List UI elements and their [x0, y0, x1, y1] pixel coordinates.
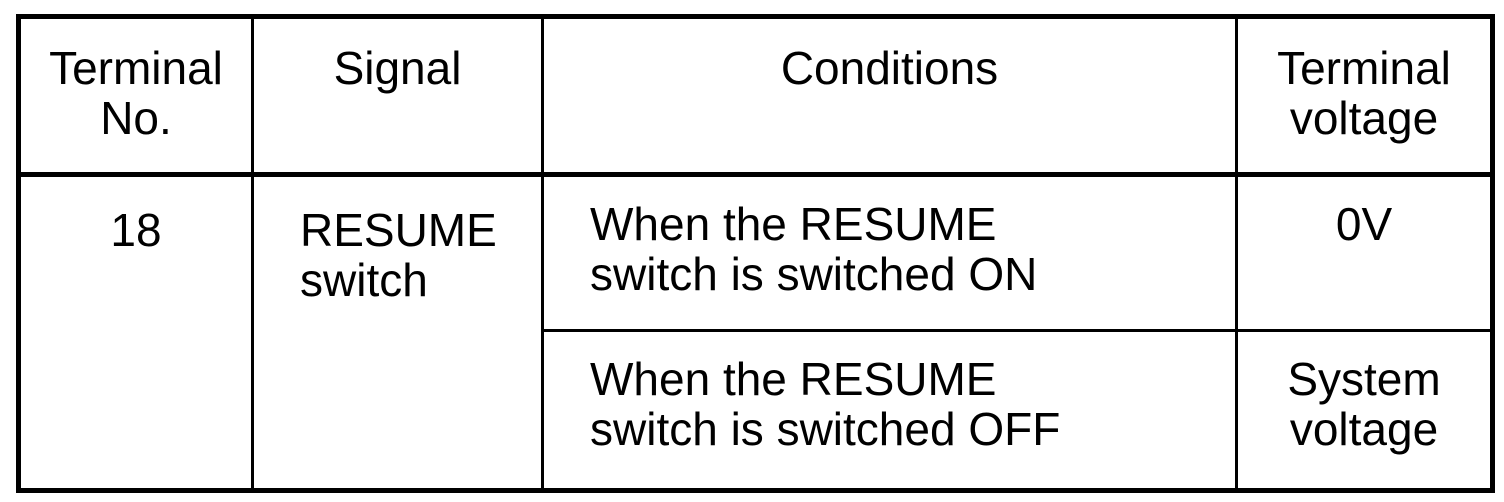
terminal-number: 18	[110, 204, 162, 256]
condition-on-line-1: When the RESUME	[590, 198, 997, 250]
header-terminal-voltage: Terminal voltage	[1235, 15, 1494, 177]
condition-off-line-2: switch is switched OFF	[590, 403, 1061, 455]
header-conditions: Conditions	[541, 15, 1238, 177]
header-terminal-no: Terminal No.	[17, 15, 254, 177]
voltage-cell-on: 0V	[1235, 173, 1494, 332]
table-row: 18 RESUME switch When the RESUME switch …	[17, 173, 1494, 492]
signal-line-1: RESUME	[300, 204, 497, 256]
terminal-voltage-table: Terminal No. Signal Conditions Terminal …	[16, 14, 1495, 493]
header-terminal-no-line-2: No.	[100, 92, 172, 144]
voltage-off-line-2: voltage	[1289, 403, 1439, 455]
signal-line-2: switch	[300, 254, 428, 306]
header-signal-line-1: Signal	[333, 42, 462, 94]
condition-cell-on: When the RESUME switch is switched ON	[541, 173, 1238, 332]
header-terminal-voltage-line-2: voltage	[1289, 92, 1439, 144]
header-row: Terminal No. Signal Conditions Terminal …	[17, 15, 1494, 177]
terminal-number-cell: 18	[17, 173, 254, 492]
header-terminal-no-line-1: Terminal	[49, 42, 223, 94]
condition-on-line-2: switch is switched ON	[590, 248, 1038, 300]
voltage-cell-off: System voltage	[1235, 329, 1494, 492]
header-signal: Signal	[251, 15, 544, 177]
header-terminal-voltage-line-1: Terminal	[1277, 42, 1451, 94]
voltage-off-line-1: System	[1287, 353, 1441, 405]
header-conditions-line-1: Conditions	[780, 42, 999, 94]
signal-cell: RESUME switch	[251, 173, 544, 492]
voltage-on-value: 0V	[1335, 198, 1393, 250]
condition-off-line-1: When the RESUME	[590, 353, 997, 405]
table-row: When the RESUME switch is switched OFF S…	[19, 329, 1494, 492]
terminal-table-container: Terminal No. Signal Conditions Terminal …	[16, 14, 1495, 493]
condition-cell-off: When the RESUME switch is switched OFF	[541, 329, 1238, 492]
